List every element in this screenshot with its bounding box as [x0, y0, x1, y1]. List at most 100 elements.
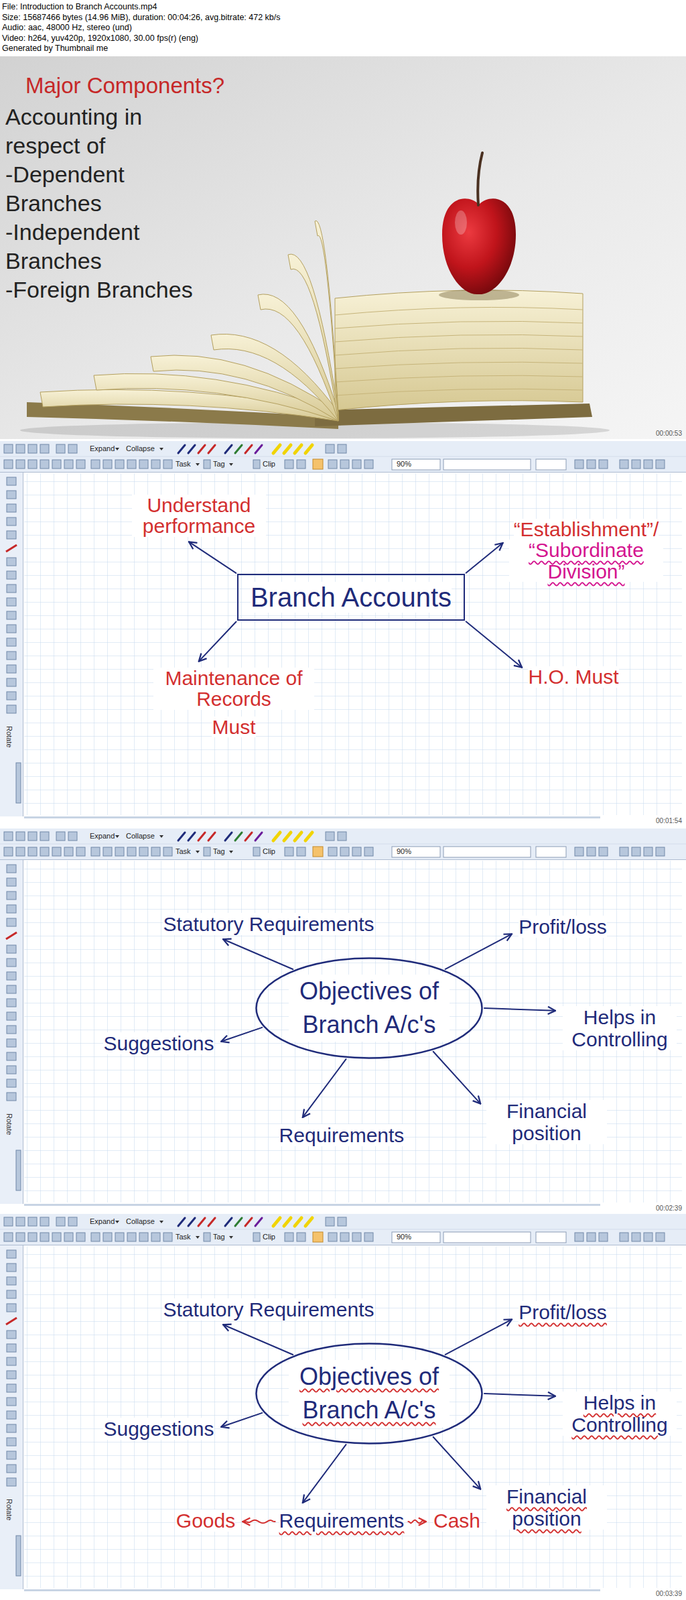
toolbar-label: Expand [89, 1216, 115, 1226]
handwritten-note: Statutory Requirements [160, 909, 377, 938]
screenshot-frame [0, 1213, 686, 1599]
node-text: Understand performance [131, 494, 266, 537]
handwritten-note: “Establishment”/“Subordinate Division” [506, 515, 666, 585]
node-text: Profit/loss [518, 915, 607, 938]
arrow [445, 933, 512, 969]
arrow [302, 1443, 347, 1502]
node-text: Financial position [486, 1484, 607, 1529]
timestamp: 00:02:39 [655, 1203, 682, 1212]
node-text: Requirements [279, 1508, 405, 1531]
arrow [221, 1412, 262, 1427]
node-text: Helps in Controlling [562, 1390, 677, 1435]
sidebar-label: Rotate [4, 1497, 14, 1520]
toolbar-label: Tag [213, 459, 226, 469]
handwritten-note: Understand performance [129, 491, 269, 540]
process-box: Branch Accounts [237, 573, 465, 621]
slide-text: Accounting in respect of [5, 102, 173, 161]
screenshot-frame [0, 828, 686, 1214]
toolbar-label: Expand [89, 444, 115, 453]
handwritten-note: Suggestions [100, 1029, 217, 1057]
node-text: “Subordinate Division” [509, 539, 664, 582]
handwritten-note: Requirements [276, 1120, 408, 1149]
toolbar-label: Clip [262, 1231, 276, 1241]
arrow [302, 1058, 347, 1117]
arrow [445, 1318, 512, 1354]
node-text: Maintenance of Records [153, 667, 315, 710]
slide-text: -Independent Branches [5, 217, 173, 276]
slide-text: -Dependent Branches [5, 160, 160, 218]
node-text: Requirements [279, 1123, 405, 1146]
handwritten-note: Helps in Controlling [560, 1002, 680, 1053]
timestamp: 00:01:54 [655, 816, 682, 825]
arrow [188, 541, 236, 573]
arrow [242, 1519, 275, 1523]
arrow [223, 1323, 293, 1354]
node-text: Must [211, 716, 256, 738]
node-text: Branch Accounts [250, 581, 452, 613]
handwritten-note: Helps in Controlling [560, 1388, 680, 1438]
toolbar-label: Task [175, 1231, 191, 1241]
file-info: Video: h264, yuv420p, 1920x1080, 30.00 f… [2, 33, 199, 44]
toolbar-label: Clip [262, 459, 276, 469]
sidebar-label: Rotate [4, 1112, 14, 1135]
sidebar-label: Rotate [4, 725, 14, 747]
node-text: Cash [433, 1508, 481, 1531]
handwritten-note: Statutory Requirements [160, 1294, 377, 1323]
handwritten-note: H.O. Must [525, 663, 622, 691]
toolbar-label: Task [175, 459, 191, 469]
node-text: H.O. Must [527, 665, 619, 688]
toolbar-label: 90% [396, 459, 412, 469]
node-text: Statutory Requirements [162, 1297, 374, 1320]
node-text: Objectives of Branch A/c's [288, 974, 450, 1042]
arrow [407, 1519, 427, 1523]
toolbar-label: 90% [396, 846, 412, 856]
file-info: Audio: aac, 48000 Hz, stereo (und) [2, 22, 132, 33]
handwritten-note: Profit/loss [515, 1297, 610, 1326]
node-text: Statutory Requirements [162, 912, 374, 935]
screenshot-frame [0, 440, 686, 827]
handwritten-note: Suggestions [100, 1414, 217, 1442]
info-header [0, 0, 686, 57]
handwritten-note: Financial position [483, 1096, 610, 1147]
arrow [466, 621, 522, 667]
arrow [198, 621, 237, 661]
handwritten-note: Cash [430, 1505, 484, 1534]
timestamp: 00:00:53 [655, 429, 682, 438]
ellipse-outline [256, 1343, 483, 1444]
toolbar-label: Collapse [125, 831, 155, 841]
arrow [221, 1026, 262, 1042]
arrow [433, 1051, 482, 1104]
apple [438, 152, 520, 301]
arrow [466, 542, 504, 573]
toolbar-label: Tag [213, 1231, 226, 1241]
arrow [484, 1392, 556, 1396]
toolbar-label: 90% [396, 1231, 412, 1241]
timestamp: 00:03:39 [655, 1589, 682, 1598]
node-text: Objectives of Branch A/c's [288, 1359, 450, 1427]
toolbar-label: Collapse [125, 1216, 155, 1226]
node-text: Suggestions [103, 1416, 214, 1439]
handwritten-note: Requirements [276, 1505, 408, 1534]
file-info: Generated by Thumbnail me [2, 43, 108, 54]
toolbar-label: Clip [262, 846, 276, 856]
ellipse-outline [256, 957, 483, 1058]
slide-frame [0, 56, 686, 439]
file-info: File: Introduction to Branch Accounts.mp… [2, 2, 157, 13]
objective-ellipse: Objectives of Branch A/c's [255, 956, 484, 1059]
toolbar-label: Tag [213, 846, 226, 856]
slide-heading: Major Components? [25, 72, 225, 100]
handwritten-note: Goods [173, 1505, 238, 1534]
slide-text: -Foreign Branches [5, 275, 193, 305]
node-text: Profit/loss [518, 1300, 607, 1323]
node-text: “Establishment”/ [513, 518, 660, 540]
toolbar-label: Task [175, 846, 191, 856]
arrow [433, 1436, 482, 1489]
objective-ellipse: Objectives of Branch A/c's [255, 1341, 484, 1444]
node-text: Suggestions [103, 1031, 214, 1054]
arrow [484, 1007, 556, 1011]
node-text: Financial position [486, 1099, 607, 1144]
toolbar-label: Expand [89, 831, 115, 841]
file-info: Size: 15687466 bytes (14.96 MiB), durati… [2, 12, 281, 23]
